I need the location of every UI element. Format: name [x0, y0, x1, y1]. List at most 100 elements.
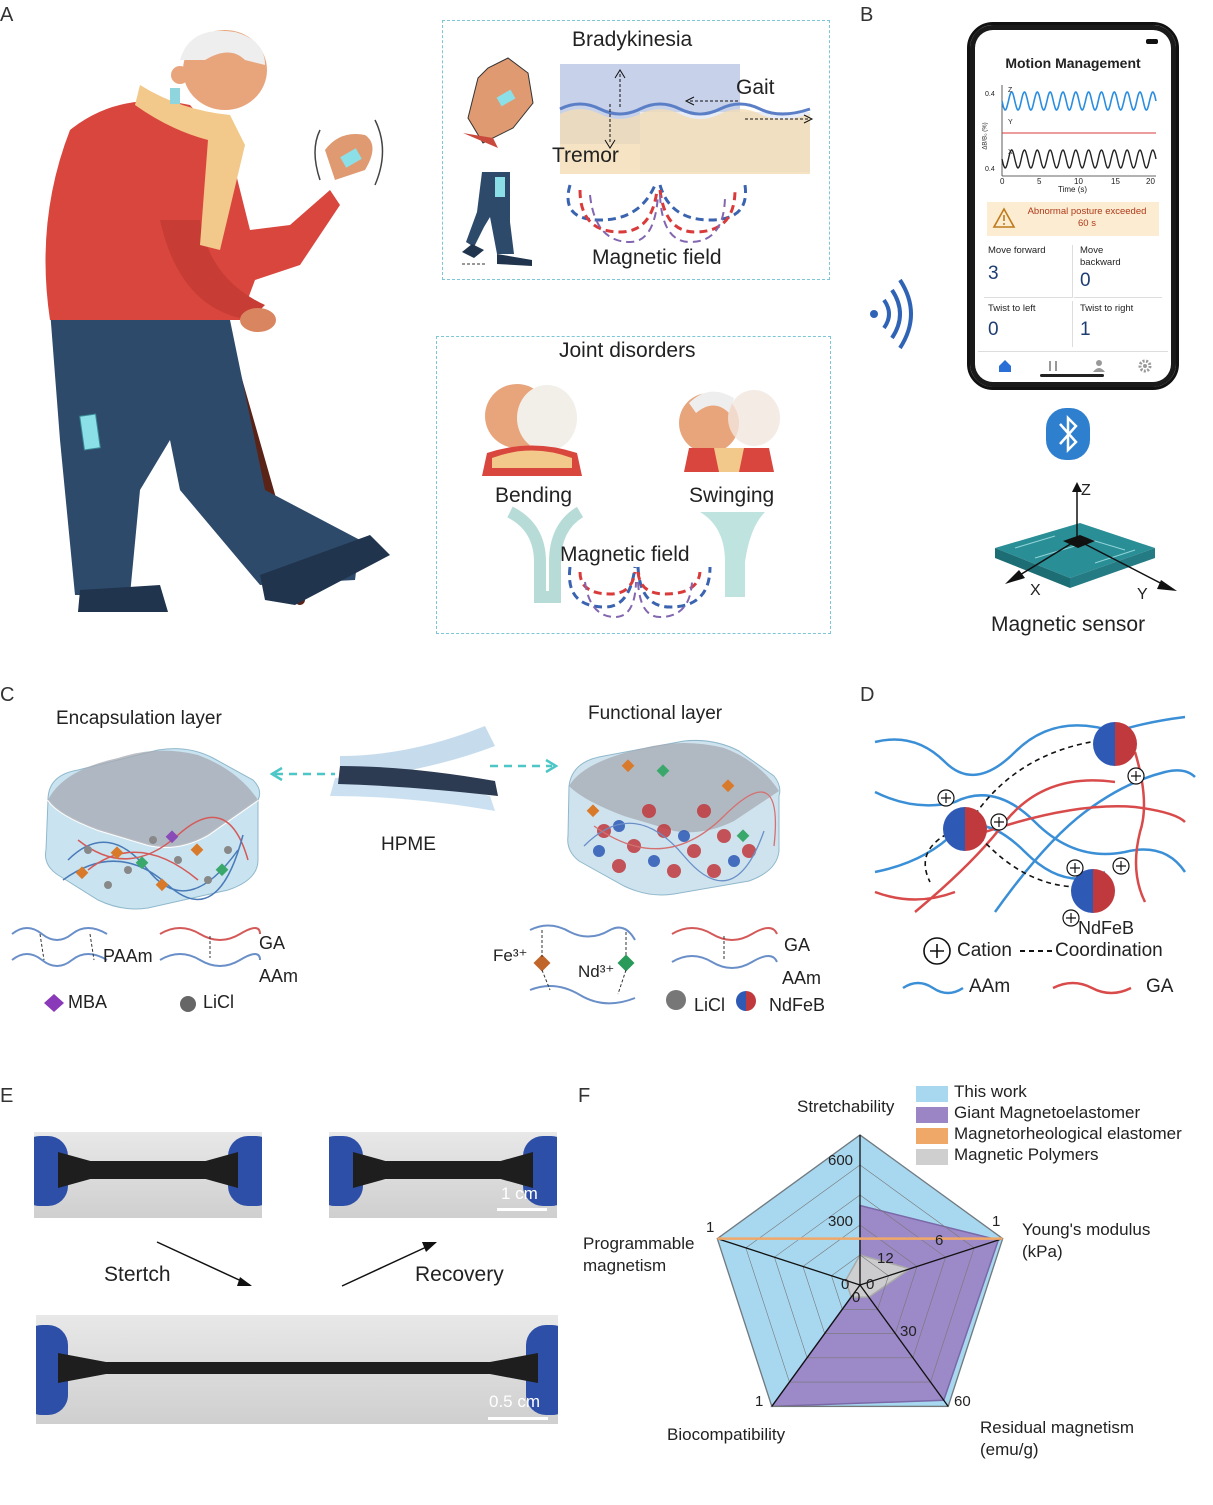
legend-swatch-mre — [916, 1128, 948, 1144]
sensor-axis-x: X — [1030, 582, 1041, 599]
legend-swatch-giant — [916, 1107, 948, 1123]
ga-label-2: GA — [784, 935, 811, 955]
bending-label: Bending — [495, 484, 573, 507]
warning-icon — [992, 207, 1016, 228]
nd-label: Nd³⁺ — [578, 962, 615, 981]
functional-cube — [567, 740, 781, 896]
signal-plot — [1001, 85, 1157, 177]
tick-youngs-1: 1 — [992, 1213, 1001, 1230]
sensor-caption: Magnetic sensor — [991, 613, 1146, 636]
stat-twist-left: Twist to left 0 — [984, 301, 1073, 347]
aam-line-icon — [902, 981, 964, 995]
licl-sphere-icon-2 — [666, 990, 686, 1010]
coordination-line-icon — [1020, 950, 1054, 952]
tremor-hand-icon — [463, 57, 534, 148]
ga-label-d: GA — [1146, 976, 1174, 997]
paam-label: PAAm — [103, 946, 153, 966]
stat-move-backward: Move backward 0 — [1074, 245, 1162, 298]
magnetic-field-label-1: Magnetic field — [592, 246, 722, 269]
bottom-nav — [978, 351, 1168, 379]
sample-photo-stretched: 0.5 cm — [36, 1315, 558, 1424]
radar-chart — [716, 1134, 1004, 1408]
home-icon[interactable] — [998, 359, 1012, 373]
bradykinesia-box — [442, 20, 830, 280]
hpme-label: HPME — [381, 834, 436, 855]
coordination-label: Coordination — [1055, 940, 1163, 961]
recovery-label: Recovery — [415, 1263, 504, 1286]
y-tick-bottom: 0.4 — [985, 166, 995, 173]
ndfeb-label-c: NdFeB — [769, 995, 826, 1015]
person-icon[interactable] — [1092, 359, 1106, 373]
panel-label-c: C — [0, 684, 15, 706]
tick-residual-30: 30 — [900, 1323, 917, 1340]
x-axis-label: Time (s) — [1058, 185, 1088, 194]
stat-label: Twist to left — [988, 303, 1036, 314]
tick-programmable-1: 1 — [706, 1219, 715, 1236]
radar-axis-spoke — [859, 1284, 949, 1407]
bending-head-icon — [482, 384, 582, 476]
licl-label-2: LiCl — [694, 995, 726, 1015]
axis-label-youngs-modulus: Young's modulus (kPa) — [1022, 1220, 1151, 1261]
panel-label-d: D — [860, 684, 875, 706]
joint-disorders-box — [436, 336, 831, 634]
stat-label: Move backward — [1080, 245, 1121, 268]
y-tick-top: 0.4 — [985, 91, 995, 98]
x-tick: 0 — [1000, 177, 1005, 186]
radar-grid-ring — [716, 1134, 1004, 1407]
aam-label-2: AAm — [782, 968, 822, 988]
tremor-label: Tremor — [552, 144, 619, 167]
magnetic-field-label-2: Magnetic field — [560, 543, 690, 566]
scale-bar-1 — [497, 1208, 547, 1211]
home-indicator — [1040, 374, 1104, 377]
walking-leg-icon — [462, 172, 532, 266]
stat-value: 0 — [988, 319, 999, 340]
x-tick: 10 — [1074, 177, 1083, 186]
functional-layer-title: Functional layer — [588, 703, 723, 724]
stat-twist-right: Twist to right 1 — [1074, 301, 1162, 347]
panel-label-a: A — [0, 4, 14, 26]
ga-line-icon — [1052, 981, 1132, 995]
stat-value: 3 — [988, 263, 999, 284]
sample-photo-recovered: 1 cm — [329, 1132, 557, 1218]
gear-icon[interactable] — [1138, 359, 1152, 373]
legend-swatch-this-work — [916, 1086, 948, 1102]
bradykinesia-title: Bradykinesia — [572, 28, 693, 51]
aam-label-d: AAm — [969, 976, 1011, 997]
stat-label: Twist to right — [1080, 303, 1134, 314]
stat-move-forward: Move forward 3 — [984, 245, 1073, 298]
panel-label-e: E — [0, 1085, 14, 1107]
joint-field-graphic — [507, 506, 765, 619]
cation-symbol — [923, 937, 951, 965]
axis-y-label: Y — [1008, 119, 1013, 126]
radar-grid-ring — [802, 1224, 918, 1334]
panel-label-b: B — [860, 4, 874, 26]
gait-label: Gait — [736, 76, 775, 99]
alert-text: Abnormal posture exceeded 60 s — [1027, 206, 1147, 229]
radar-axis-spoke — [859, 1238, 1003, 1286]
sample-photo-original — [34, 1132, 262, 1218]
x-tick: 15 — [1111, 177, 1120, 186]
legend-magnetic-polymers: Magnetic Polymers — [954, 1145, 1099, 1164]
magnetic-sensor-board — [995, 482, 1177, 591]
polymer-network-diagram — [874, 715, 1196, 927]
tick-biocompat-1: 1 — [755, 1393, 764, 1410]
tick-center-0a: 0 — [841, 1276, 850, 1293]
ga-aam-chains-icon-2 — [671, 927, 778, 969]
stretch-arrow — [156, 1241, 252, 1286]
mba-diamond-icon — [44, 994, 64, 1012]
tick-stretch-600: 600 — [828, 1152, 854, 1169]
legend-giant-magnetoelastomer: Giant Magnetoelastomer — [954, 1103, 1141, 1122]
radar-axis-spoke — [717, 1238, 861, 1286]
tick-center-0c: 0 — [852, 1289, 861, 1306]
y-axis-label: ΔB/B₀ (%) — [982, 122, 989, 150]
alert-banner[interactable]: Abnormal posture exceeded 60 s — [987, 202, 1159, 236]
joint-disorders-title: Joint disorders — [559, 339, 696, 362]
aam-label-1: AAm — [259, 966, 299, 986]
smartphone: Motion Management 0.4 0.4 ΔB/B₀ (%) Z Y … — [967, 22, 1179, 390]
cation-label: Cation — [957, 940, 1012, 961]
paam-chains-icon — [11, 927, 108, 967]
axis-x-label: X — [1008, 149, 1013, 156]
pause-icon[interactable] — [1046, 359, 1060, 373]
radar-grid-ring — [745, 1164, 975, 1383]
axis-label-residual-magnetism: Residual magnetism (emu/g) — [980, 1418, 1135, 1459]
